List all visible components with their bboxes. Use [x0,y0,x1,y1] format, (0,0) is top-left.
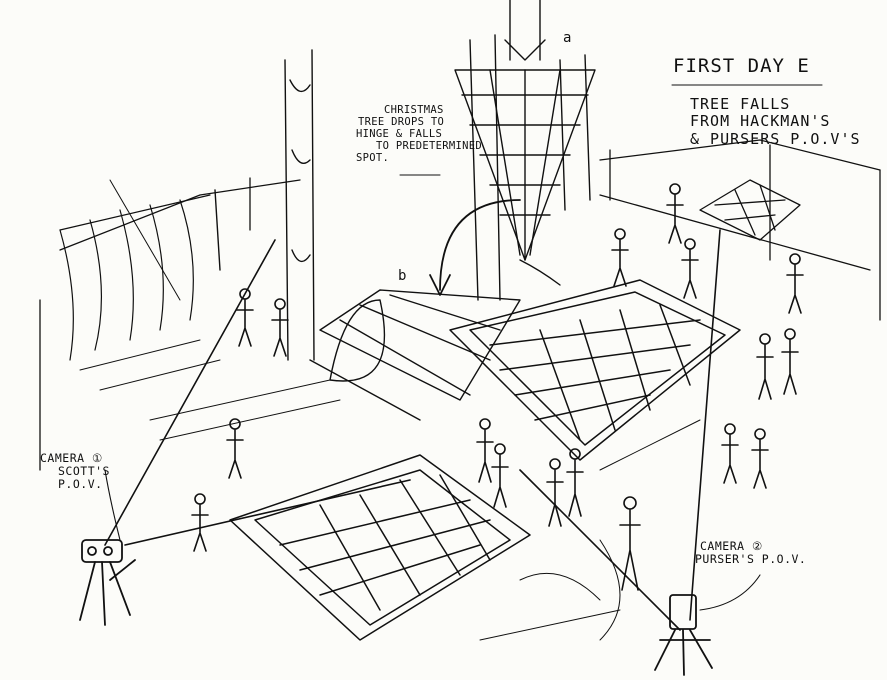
note-line: CHRISTMAS [384,104,444,116]
annotation-leaders [104,84,823,611]
camera-2-rig [654,594,713,676]
subtitle-line: TREE FALLS [690,95,791,113]
camera-1-rig [79,539,136,626]
sheet-subtitle: TREE FALLS FROM HACKMAN'S & PURSERS P.O.… [690,95,861,148]
note-line: TREE DROPS TO [358,116,445,129]
subtitle-line: & PURSERS P.O.V'S [690,129,861,148]
camera-1-title: CAMERA ① [40,451,103,465]
camera-2-pov: PURSER'S P.O.V. [695,552,807,567]
skylight-right [449,279,741,461]
christmas-tree [454,0,596,286]
camera-1-pov: SCOTT'S [58,464,110,479]
marker-a: a [563,30,572,46]
figures [191,183,804,591]
skylight-front [229,454,531,641]
camera-sightlines [104,229,721,631]
camera-1-pov: P.O.V. [58,477,103,492]
floor-debris [79,179,701,641]
camera-2-label: CAMERA ② PURSER'S P.O.V. [695,539,807,567]
note-line: HINGE & FALLS [356,128,443,141]
camera-1-label: CAMERA ① SCOTT'S P.O.V. [40,451,110,492]
camera-2-title: CAMERA ② [700,539,763,553]
room-walls [39,139,881,471]
curtains [59,194,211,361]
marker-b: b [398,268,407,284]
tree-drop-note: CHRISTMAS TREE DROPS TO HINGE & FALLS TO… [356,104,482,164]
drop-arrow [429,199,521,296]
sheet-title: FIRST DAY E [673,55,810,77]
skylight-small [699,179,801,241]
fallen-tree [309,289,521,421]
note-line: TO PREDETERMINED [376,140,482,153]
pillars [214,34,591,361]
subtitle-line: FROM HACKMAN'S [690,112,831,131]
note-line: SPOT. [356,152,390,165]
